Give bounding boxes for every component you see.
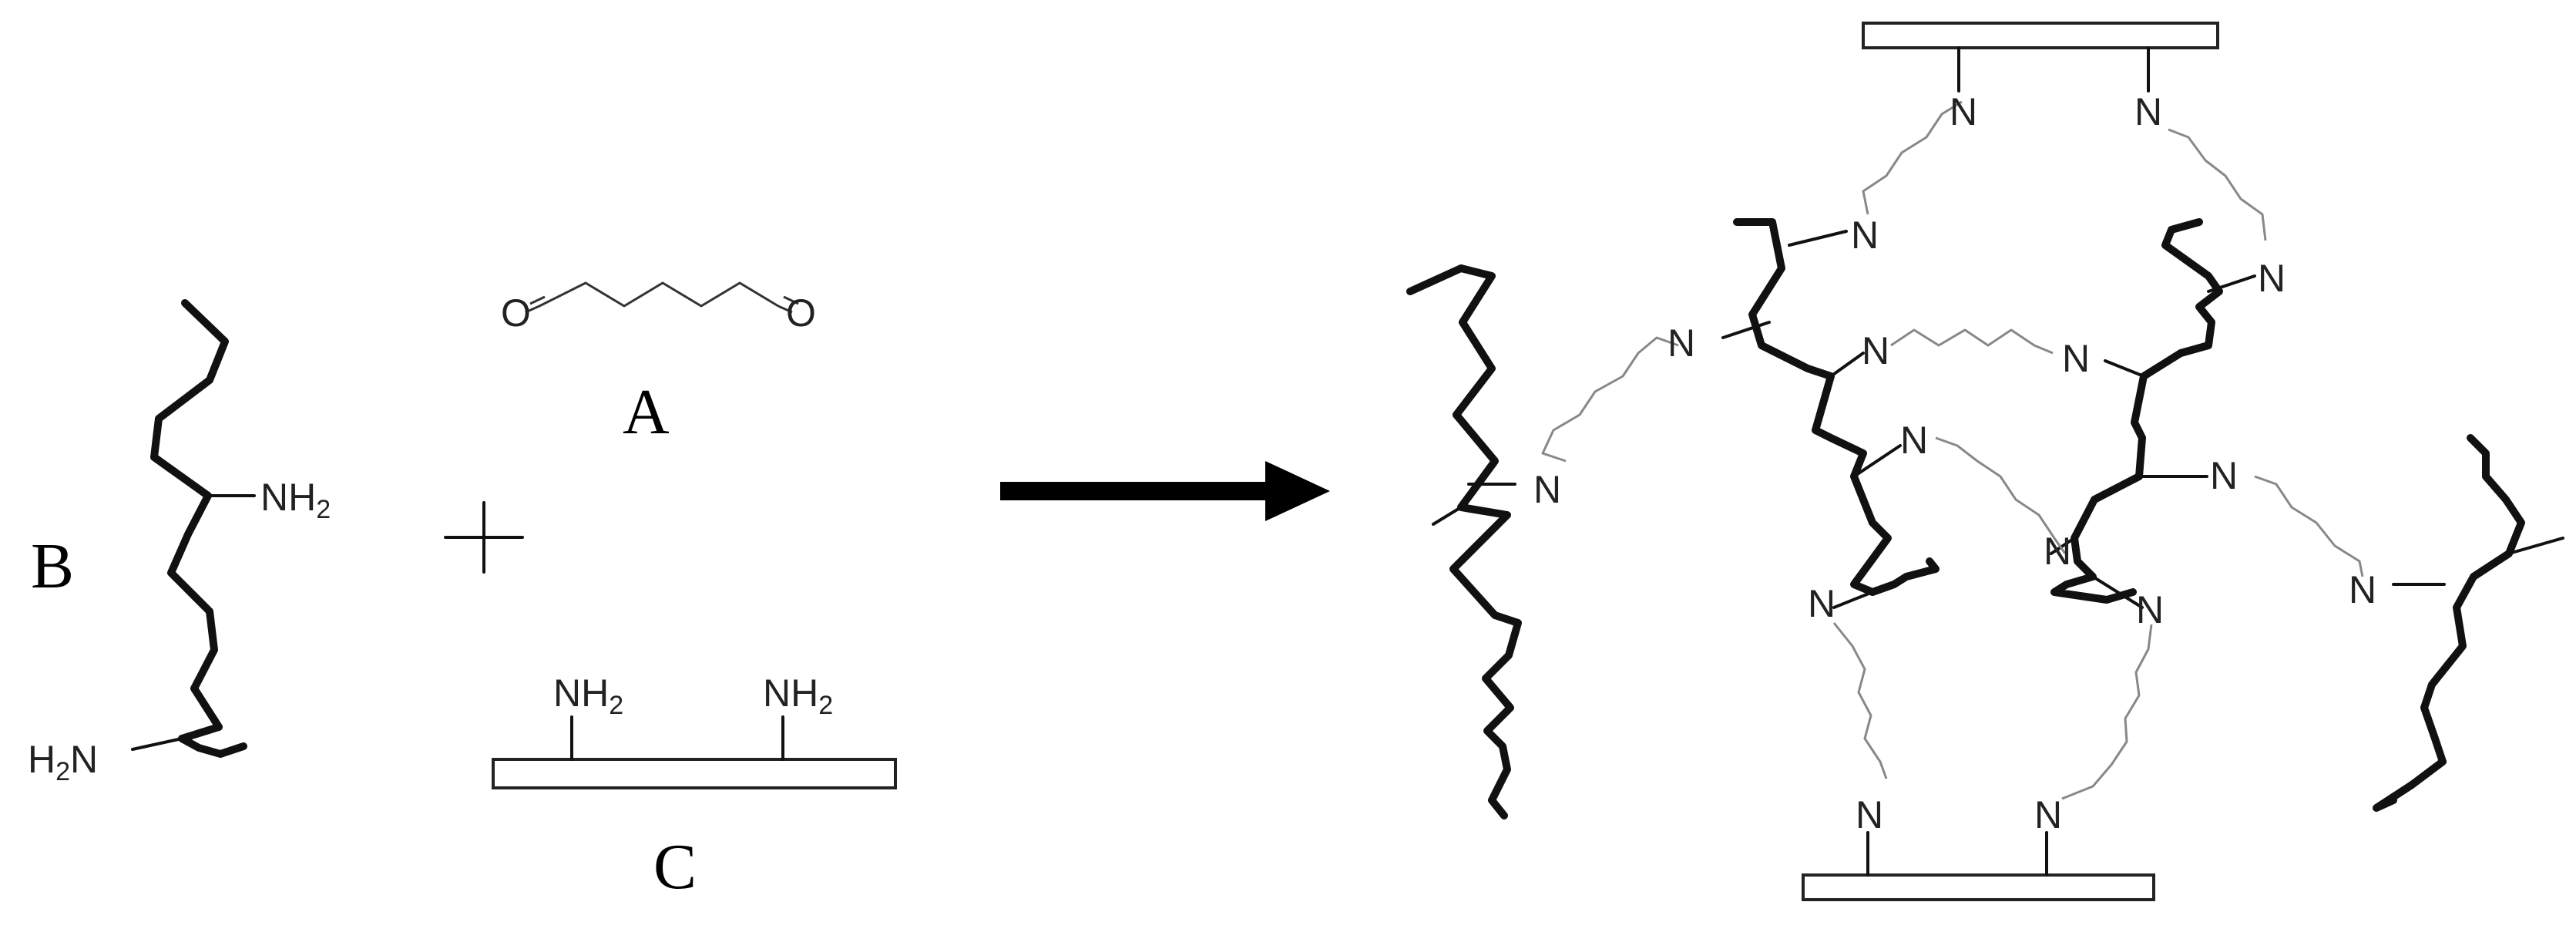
glutaraldehyde-structure: O O <box>501 281 816 335</box>
n-top-left: N <box>1950 90 1977 133</box>
chain-far-left <box>1406 264 1522 820</box>
plate-amine-right: NH2 <box>763 671 833 720</box>
n-upper-right: N <box>2258 257 2285 300</box>
n-top-right: N <box>2134 90 2162 133</box>
n-lower-left: N <box>1808 582 1835 625</box>
chain-center-left <box>1733 218 1940 596</box>
n-bottom-right: N <box>2034 793 2062 836</box>
n-lower-right: N <box>2136 588 2164 631</box>
bridge-top-right <box>2168 128 2267 241</box>
n-center-d: N <box>2210 454 2238 497</box>
amine-polymer-chain: NH2 H2N <box>28 299 331 786</box>
n-center-c: N <box>1900 419 1928 462</box>
bridge-center-lower <box>1935 436 2067 554</box>
crosslinked-network: N N N N N N N N N N N N N N N N <box>1406 22 2564 901</box>
n-center-b: N <box>2062 337 2090 380</box>
plus-sign <box>444 501 524 574</box>
bridge-bottom-left <box>1832 622 1888 779</box>
n-center-e: N <box>2044 530 2071 573</box>
bridge-center-upper <box>1890 328 2054 355</box>
plate-amine-left: NH2 <box>553 671 623 720</box>
n-center-a: N <box>1862 329 1889 372</box>
bridge-right-mid <box>2254 475 2364 577</box>
n-left-b: N <box>1533 468 1561 511</box>
bridge-bottom-right <box>2061 624 2153 800</box>
n-right-a: N <box>2349 568 2376 611</box>
top-plate <box>1862 22 2219 49</box>
amine-plate-structure: NH2 NH2 <box>492 671 897 789</box>
n-left-a: N <box>1668 321 1695 365</box>
bridge-left-mid <box>1541 336 1679 463</box>
amine-group-right: NH2 <box>260 476 331 524</box>
oxygen-atom-right: O <box>786 291 816 335</box>
bottom-plate <box>1802 873 2155 901</box>
chain-center-right <box>2050 218 2223 604</box>
n-upper-left: N <box>1851 214 1879 257</box>
oxygen-atom-left: O <box>501 291 531 335</box>
chain-far-right <box>2373 434 2525 812</box>
n-bottom-left: N <box>1856 793 1883 836</box>
bridge-top-left <box>1862 100 1963 215</box>
label-a: A <box>623 376 670 448</box>
label-c: C <box>653 831 697 903</box>
label-b: B <box>31 530 74 602</box>
amine-group-left: H2N <box>28 738 98 786</box>
reaction-arrow <box>1000 461 1330 521</box>
